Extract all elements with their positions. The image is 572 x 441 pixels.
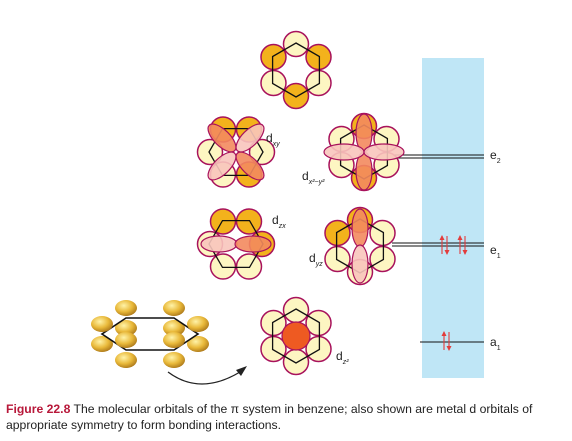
p-lobe (305, 43, 332, 71)
p-lobe (282, 296, 310, 324)
pi-orbital-top (260, 30, 332, 110)
p-lobe-upper (115, 300, 137, 316)
p-lobe (324, 245, 351, 273)
p-lobe (235, 253, 263, 280)
p-lobe (282, 30, 310, 58)
p-lobe (305, 309, 332, 337)
p-lobe-lower (115, 320, 137, 336)
p-lobe-upper (163, 332, 185, 348)
electron-down-arrowhead (462, 250, 468, 255)
d-orbital-lobe (207, 123, 237, 153)
p-lobe (260, 43, 287, 71)
orbital-dx2-y2 (323, 112, 405, 192)
d-orbital-lobe (234, 235, 272, 253)
p-lobe (209, 253, 237, 280)
label-dzx: dzx (272, 213, 286, 230)
curved-arrow (167, 371, 241, 385)
p-lobe-lower (115, 352, 137, 368)
level-label-e1: e1 (490, 243, 501, 260)
d-orbital-lobe (235, 123, 265, 153)
electron-up-arrowhead (441, 331, 447, 336)
orbital-dyz (324, 206, 396, 286)
p-lobe (260, 309, 287, 337)
p-lobe-lower (91, 336, 113, 352)
electron-up-arrowhead (439, 235, 445, 240)
p-lobe (235, 208, 263, 235)
figure-caption: Figure 22.8 The molecular orbitals of th… (6, 401, 566, 433)
p-lobe (260, 69, 287, 97)
orbital-dxy (196, 116, 276, 188)
curved-arrow-head (236, 366, 247, 376)
caption-text: The molecular orbitals of the π system i… (6, 402, 533, 432)
electron-up-arrowhead (457, 235, 463, 240)
level-label-a1: a1 (490, 335, 501, 352)
metal-center (281, 321, 311, 351)
d-orbital-lobe (207, 151, 237, 181)
electron-down-arrowhead (444, 250, 450, 255)
d-orbital-lobe (323, 143, 365, 161)
p-lobe (282, 348, 310, 376)
orbital-dz2 (260, 296, 332, 376)
level-label-e2: e2 (490, 148, 501, 165)
p-lobe (196, 138, 224, 166)
p-lobe-lower (187, 336, 209, 352)
caption-number: Figure 22.8 (6, 402, 71, 416)
p-lobe-lower (163, 320, 185, 336)
label-dxy: dxy (266, 131, 280, 148)
p-lobe (369, 219, 396, 247)
label-dz2: dz² (336, 349, 349, 366)
p-lobe-upper (115, 332, 137, 348)
benzene-ring (271, 308, 321, 364)
label-dx2-y2: dx²−y² (302, 169, 325, 186)
electron-down-arrowhead (446, 346, 452, 351)
p-lobe (305, 335, 332, 363)
d-orbital-lobe (363, 143, 405, 161)
p-lobe-lower (163, 352, 185, 368)
orbital-dzx (196, 208, 276, 280)
energy-panel (422, 58, 484, 378)
d-orbital-lobe (351, 208, 369, 248)
p-lobe (209, 208, 237, 235)
p-lobe (282, 82, 310, 110)
benzene-ring (271, 42, 321, 98)
p-lobe (260, 335, 287, 363)
p-lobe (305, 69, 332, 97)
energy-levels (392, 154, 484, 351)
p-lobe-upper (91, 316, 113, 332)
benzene-p-orbitals-illustration (91, 300, 209, 368)
label-dyz: dyz (309, 251, 323, 268)
p-lobe-upper (163, 300, 185, 316)
d-orbital-lobe (235, 151, 265, 181)
p-lobe (248, 138, 276, 166)
p-lobe (369, 245, 396, 273)
p-lobe-upper (187, 316, 209, 332)
d-orbital-lobe (200, 235, 238, 253)
p-lobe (324, 219, 351, 247)
d-orbital-lobe (351, 244, 369, 284)
benzene-ring (100, 317, 200, 351)
